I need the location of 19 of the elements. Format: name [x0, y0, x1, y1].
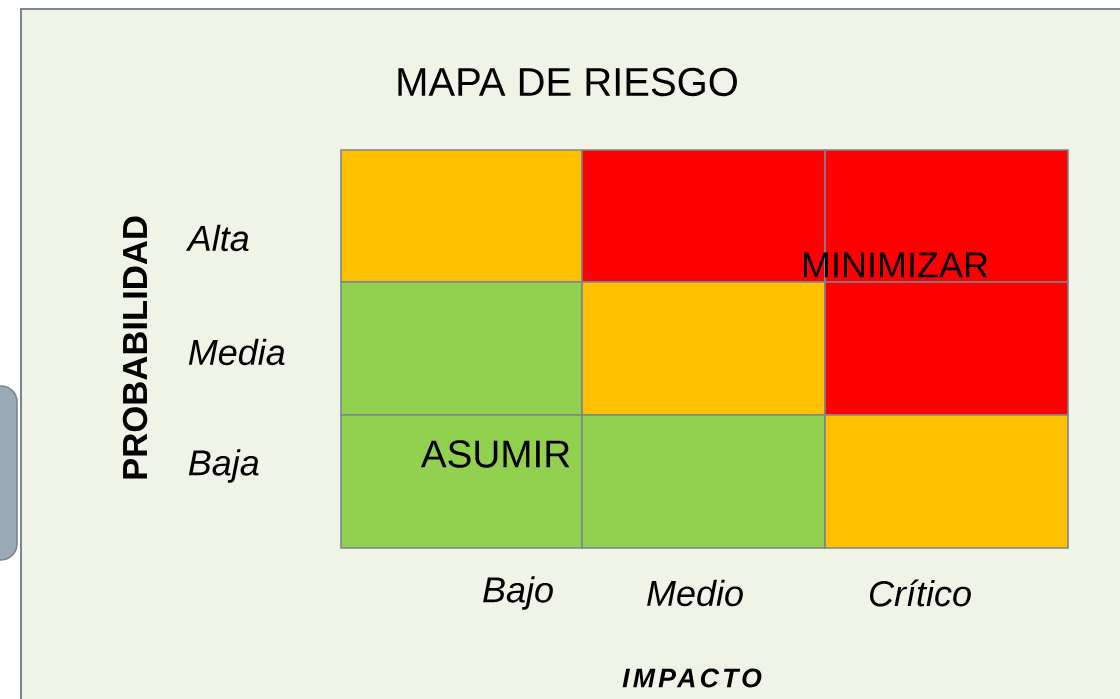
zone-label: MINIMIZAR [803, 252, 988, 278]
axis-title: IMPACTO [622, 668, 762, 688]
title: MAPA DE RIESGO [398, 67, 737, 97]
risk-cell [581, 281, 826, 416]
risk-cell [824, 281, 1069, 416]
axis-label: Alta [185, 224, 249, 252]
risk-cell [340, 414, 583, 549]
axis-label: Bajo [483, 576, 553, 610]
risk-cell [824, 414, 1069, 549]
risk-cell [340, 149, 583, 283]
axis-title: PROBABILIDAD [122, 216, 148, 479]
risk-cell [340, 281, 583, 416]
zone-label: ASUMIR [420, 440, 570, 468]
axis-label: Baja [188, 449, 259, 483]
axis-label: Crítico [870, 579, 971, 607]
risk-cell [581, 414, 826, 549]
axis-label: Media [188, 338, 285, 366]
side-tab [0, 385, 18, 561]
axis-label: Medio [647, 579, 743, 607]
